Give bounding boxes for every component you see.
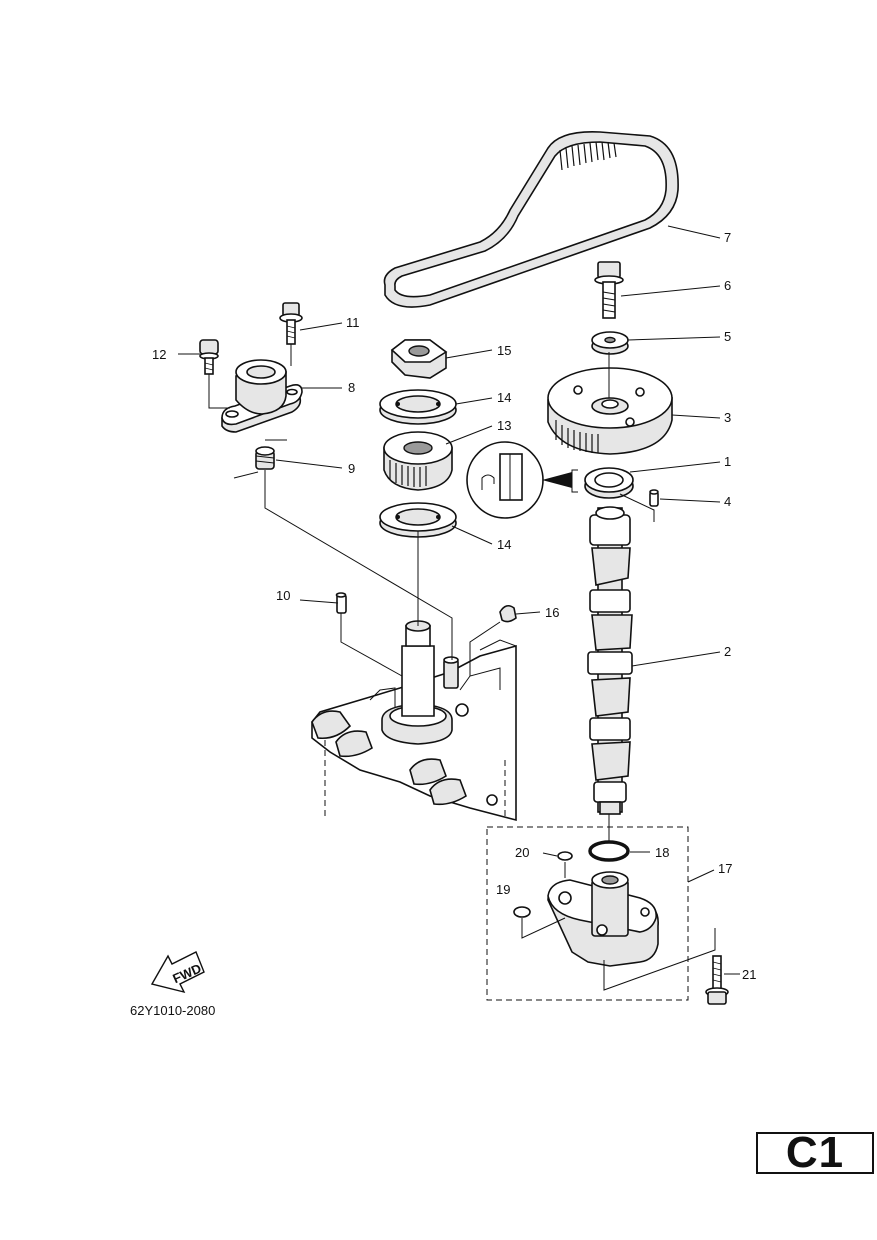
- callout-11: 11: [346, 315, 360, 330]
- callout-9: 9: [348, 461, 355, 476]
- oil-seal: [584, 467, 634, 499]
- washer: [591, 331, 629, 355]
- callout-1: 1: [724, 454, 731, 469]
- pulley-bolt: [594, 261, 624, 319]
- dowel-pin-10: [335, 592, 347, 614]
- callout-19: 19: [496, 882, 510, 897]
- callout-2: 2: [724, 644, 731, 659]
- callout-14-upper: 14: [497, 390, 511, 405]
- callout-10: 10: [276, 588, 290, 603]
- dowel-pin: [649, 489, 659, 507]
- power-head: [311, 620, 517, 822]
- callout-17: 17: [718, 861, 732, 876]
- fwd-arrow-icon: FWD: [150, 951, 205, 994]
- oil-pump-assembly: [486, 826, 689, 1001]
- callouts: 1 2 3 4 5 6 7 8 9 10 11 12 13 14 14 15 1…: [152, 230, 756, 982]
- tensioner-bolt: [279, 302, 303, 345]
- camshaft: [587, 506, 633, 815]
- section-code: C1: [785, 1128, 845, 1177]
- callout-7: 7: [724, 230, 731, 245]
- callout-5: 5: [724, 329, 731, 344]
- callout-20: 20: [515, 845, 529, 860]
- drive-pulley: [383, 431, 453, 491]
- woodruff-key: [499, 604, 517, 623]
- o-ring-20: [557, 851, 573, 861]
- leader-lines: [178, 225, 740, 975]
- tensioner-stud-bolt: [199, 339, 219, 375]
- plate-washer-upper: [379, 389, 457, 425]
- o-ring-19: [513, 906, 531, 918]
- collar: [255, 446, 275, 470]
- callout-14-lower: 14: [497, 537, 511, 552]
- callout-8: 8: [348, 380, 355, 395]
- callout-18: 18: [655, 845, 669, 860]
- plate-washer-lower: [379, 502, 457, 538]
- seal-detail-magnifier: [466, 441, 572, 519]
- timing-belt: [383, 131, 679, 308]
- reference-code: 62Y1010-2080: [130, 1003, 215, 1018]
- callout-16: 16: [545, 605, 559, 620]
- pulley-nut: [390, 339, 448, 379]
- assembly-lines: [208, 344, 716, 991]
- callout-6: 6: [724, 278, 731, 293]
- driven-pulley: [547, 367, 673, 455]
- callout-3: 3: [724, 410, 731, 425]
- callout-12: 12: [152, 347, 166, 362]
- callout-15: 15: [497, 343, 511, 358]
- section-code-box: C1: [756, 1128, 874, 1177]
- callout-21: 21: [742, 967, 756, 982]
- pump-bolt: [705, 955, 729, 1005]
- o-ring-18: [588, 840, 630, 862]
- callout-4: 4: [724, 494, 731, 509]
- belt-tensioner: [221, 359, 303, 433]
- callout-13: 13: [497, 418, 511, 433]
